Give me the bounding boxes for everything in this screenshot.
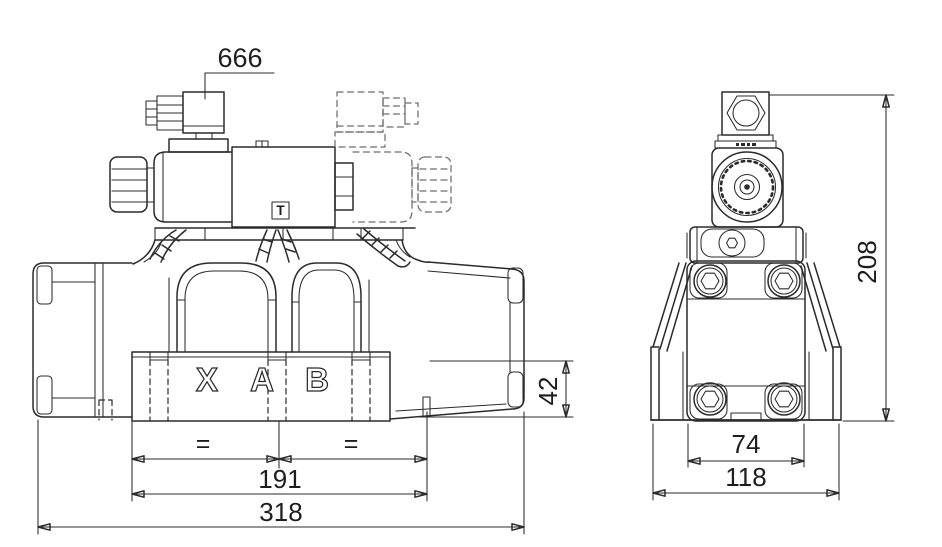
right-cap-tab-top	[507, 267, 524, 304]
dashed-knob-neck	[411, 167, 419, 203]
mounting-face-outline	[686, 260, 806, 422]
tank-port-box	[271, 201, 290, 220]
port-band-outline	[131, 351, 391, 422]
socket-screw	[693, 382, 727, 416]
lug-top-right	[764, 262, 803, 299]
side-flanges	[650, 262, 842, 421]
lug-top-left	[689, 262, 728, 299]
optional-solenoid-dashed	[334, 91, 452, 223]
side-solenoid-end	[711, 147, 784, 228]
port-label-b: B	[305, 361, 329, 398]
brand-mark	[747, 143, 750, 146]
lug-bottom-right	[764, 383, 803, 420]
dim-step-height: 42	[533, 377, 563, 406]
front-view: 666	[32, 43, 574, 535]
solenoid-coil	[153, 151, 233, 223]
socket-screw	[693, 264, 727, 298]
port-label-x: X	[196, 361, 218, 398]
side-view: 208 74 118	[650, 91, 895, 501]
dim-total-width: 318	[259, 497, 302, 527]
dashed-plug-cap	[404, 102, 419, 125]
left-end-cap	[32, 262, 133, 421]
dim-bolt-span: 74	[732, 429, 761, 459]
solenoid-block: T	[231, 140, 354, 228]
port-band: X A B	[131, 351, 391, 422]
dashed-coil	[352, 151, 413, 223]
clamp-screw	[718, 229, 746, 257]
callout-leader-line	[204, 72, 275, 100]
socket-screw	[767, 382, 801, 416]
side-mounting-face	[686, 260, 806, 422]
dashed-knob	[417, 156, 452, 213]
callout-text: 666	[217, 43, 262, 73]
dim-equal-left: =	[196, 430, 211, 458]
side-connector	[714, 91, 777, 149]
connector-adapter	[168, 138, 229, 153]
coil-body	[153, 151, 233, 223]
front-dimensions: 42 = = 191 318	[37, 360, 574, 535]
connector-box	[182, 91, 225, 134]
brand-mark	[741, 143, 745, 146]
knob-neck	[146, 167, 155, 203]
side-body-plate	[686, 226, 807, 264]
tank-port-label: T	[276, 203, 285, 218]
manual-override-knob	[109, 156, 155, 213]
right-end-cap	[389, 261, 525, 420]
valve-body-front	[132, 227, 430, 353]
socket-screw	[767, 264, 801, 298]
connector-callout: 666	[204, 43, 275, 100]
gland-circle	[732, 99, 760, 127]
clamp-boss	[700, 228, 765, 258]
side-dimensions: 208 74 118	[652, 94, 895, 501]
brand-mark	[752, 143, 756, 146]
connector-collar	[717, 134, 774, 142]
base-notch	[730, 412, 762, 421]
lug-bottom-left	[689, 383, 728, 420]
knob-body	[109, 156, 148, 213]
brand-plate	[714, 140, 777, 149]
connector-neck	[195, 132, 213, 140]
cast-ribs	[149, 228, 411, 268]
hex-nut	[334, 162, 354, 211]
dashed-adapter	[334, 131, 386, 148]
dim-total-height: 208	[852, 240, 882, 283]
right-window	[291, 262, 362, 353]
dim-base-width: 118	[725, 462, 766, 492]
plug-cap	[145, 100, 158, 126]
left-window	[176, 262, 277, 353]
solenoid-end-outer	[711, 151, 783, 223]
din-connector	[145, 91, 229, 153]
left-cap-tab-bottom	[36, 375, 53, 415]
left-cap-outline	[32, 262, 133, 418]
port-label-a: A	[250, 361, 274, 398]
brand-mark	[736, 143, 739, 146]
left-cap-tab-top	[36, 265, 53, 305]
right-cap-outline	[389, 261, 525, 420]
right-cap-tab-bottom	[507, 371, 524, 408]
dashed-plug-body	[382, 97, 406, 128]
gland-hex	[726, 95, 766, 131]
knurl-ring	[719, 159, 775, 215]
body-plate	[689, 226, 804, 264]
clamp-screw-hex	[725, 237, 739, 249]
dim-port-span: 191	[258, 464, 301, 494]
center-pin	[744, 184, 750, 190]
connector-end-box	[721, 91, 770, 136]
dim-equal-right: =	[344, 430, 359, 458]
